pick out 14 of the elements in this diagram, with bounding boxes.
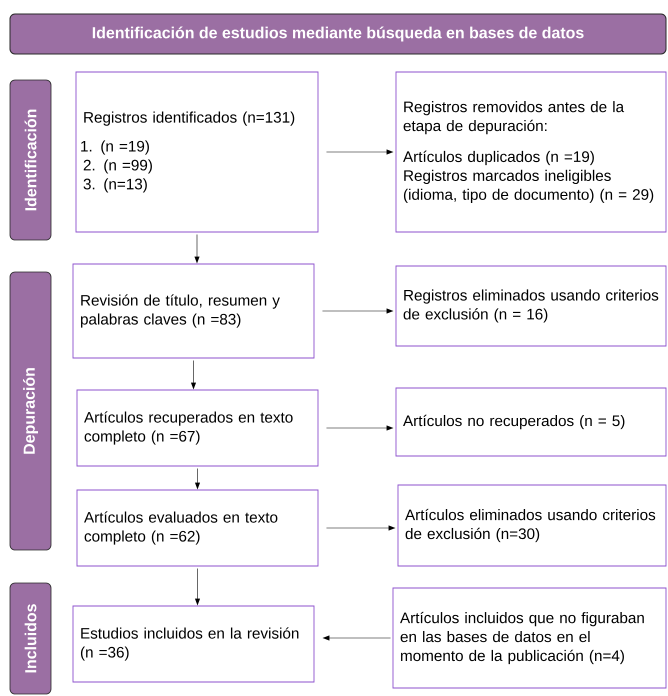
phase-label: Incluidos [10, 582, 52, 694]
phase-label: Identificación [10, 80, 52, 240]
process-box: Artículos eliminados usando criterios de exclusión (n=30) [398, 484, 666, 566]
process-box: Registros eliminados usando criterios de exclusión (n = 16) [396, 266, 666, 346]
process-box: Artículos recuperados en texto completo (n =67) [76, 390, 318, 466]
process-box: Artículos no recuperados (n = 5) [396, 388, 666, 456]
process-box: Revisión de título, resumen y palabras claves (n =83) [72, 264, 314, 358]
process-box: Artículos evaluados en texto completo (n =62) [76, 490, 318, 566]
process-box: Artículos incluidos que no figuraban en las bases de datos en el momento de la publicación (n=4) [392, 588, 666, 688]
process-box: Registros identificados (n=131) 1. (n =19) 2. (n =99) 3. (n=13) [76, 72, 318, 232]
title-banner: Identificación de estudios mediante búsqueda en bases de datos [10, 14, 666, 54]
phase-label: Depuración [10, 272, 52, 550]
process-box: Estudios incluidos en la revisión (n =36) [72, 606, 314, 682]
process-box: Registros removidos antes de la etapa de depuración: Artículos duplicados (n =19) Registros marcados ineligibles (idioma, tipo de documento) (n = 29) [396, 72, 666, 232]
